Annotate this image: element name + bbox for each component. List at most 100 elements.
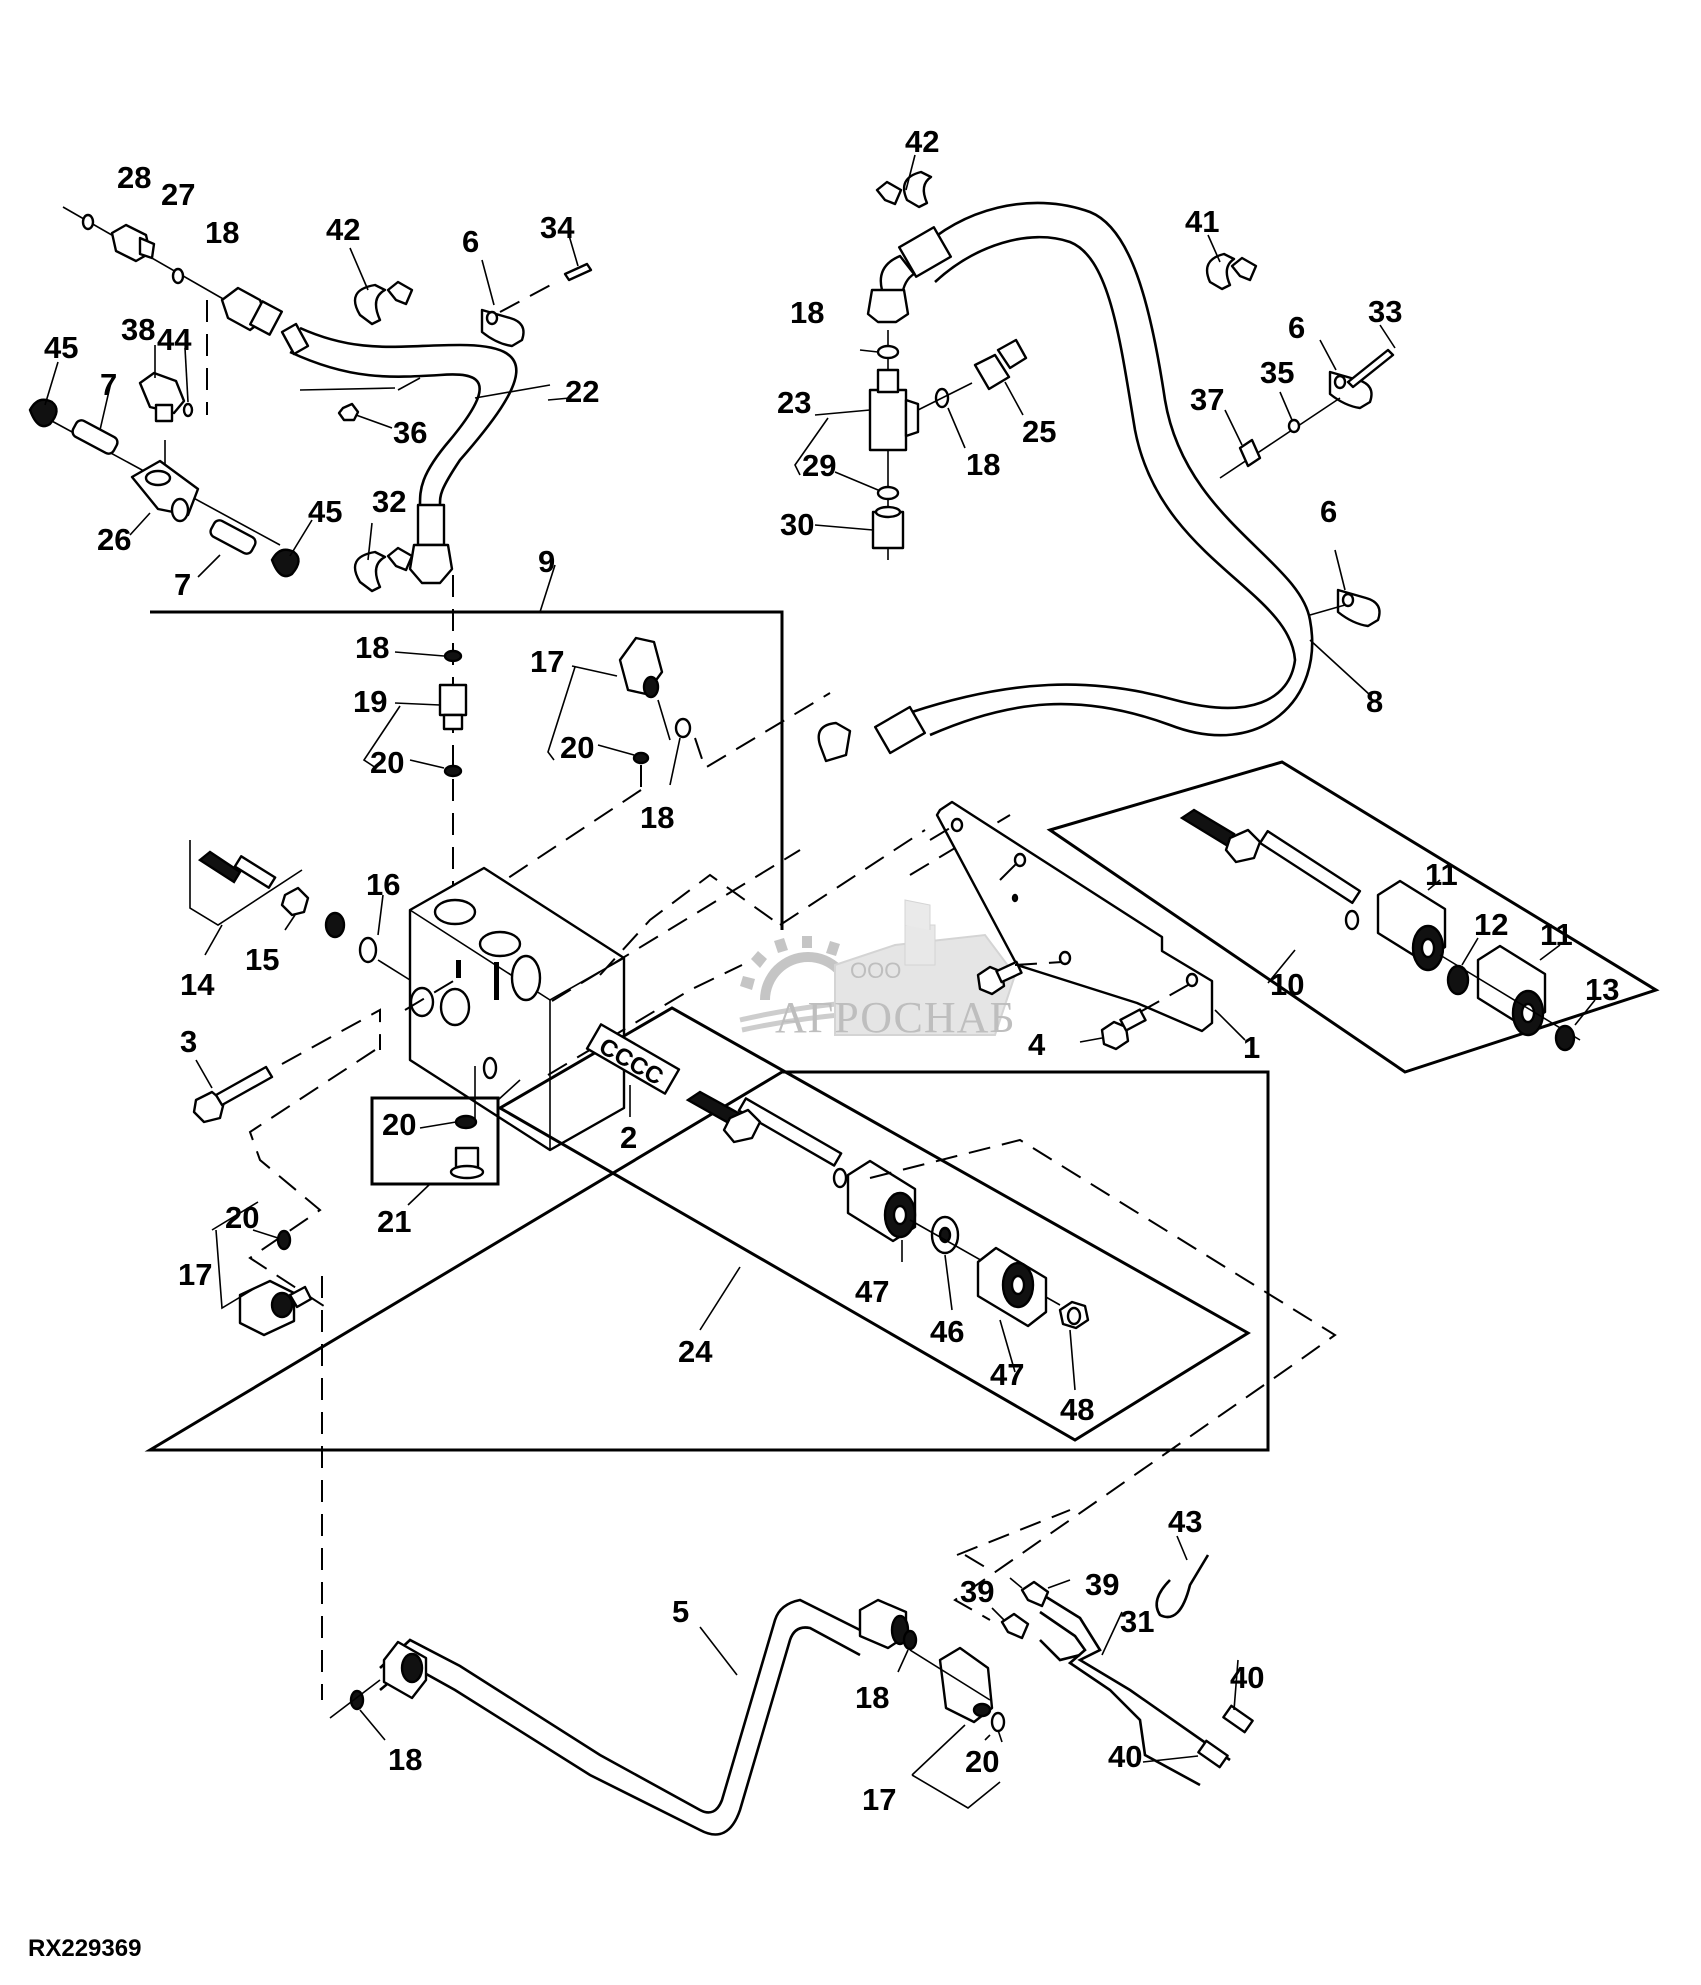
callout-32: 32 xyxy=(372,484,406,519)
valve-block xyxy=(408,866,626,1152)
o-ring-16 xyxy=(358,936,378,964)
fitting-27 xyxy=(110,223,156,263)
callout-34: 34 xyxy=(540,210,575,245)
callout-27: 27 xyxy=(161,177,195,212)
callout-44: 44 xyxy=(157,322,192,357)
callout-16: 16 xyxy=(366,867,400,902)
fitting-25 xyxy=(973,338,1028,416)
connector-40-upper xyxy=(1222,1659,1254,1734)
callout-6: 6 xyxy=(1288,310,1305,345)
callout-20: 20 xyxy=(382,1107,416,1142)
callout-13: 13 xyxy=(1585,972,1619,1007)
callout-29: 29 xyxy=(802,448,836,483)
callout-17: 17 xyxy=(178,1257,212,1292)
callout-24: 24 xyxy=(678,1334,713,1369)
solenoid-coil-11-right xyxy=(1476,944,1561,1037)
cartridge-14 xyxy=(189,840,303,956)
o-ring-20-sensor xyxy=(984,1711,1006,1743)
callout-19: 19 xyxy=(353,684,387,719)
bolt-33 xyxy=(1346,348,1395,389)
callout-45: 45 xyxy=(308,494,342,529)
callout-38: 38 xyxy=(121,312,155,347)
callout-28: 28 xyxy=(117,160,151,195)
nut-13 xyxy=(1554,999,1596,1052)
fitting-stack-top-left xyxy=(62,206,226,301)
o-ring-18-tube-left xyxy=(329,1679,386,1741)
clip-42-right xyxy=(875,154,933,209)
callout-18: 18 xyxy=(205,215,239,250)
o-ring-20-stack xyxy=(443,764,463,778)
callout-18: 18 xyxy=(388,1742,422,1777)
callout-42: 42 xyxy=(326,212,360,247)
tee-block-23 xyxy=(794,368,920,476)
washer-35 xyxy=(1287,418,1301,434)
nut-36 xyxy=(337,402,393,429)
wiring-harness-31 xyxy=(1034,1588,1231,1787)
callout-14: 14 xyxy=(180,967,215,1002)
solenoid-coil-47-left xyxy=(846,1159,917,1262)
callout-8: 8 xyxy=(1366,684,1383,719)
callout-37: 37 xyxy=(1190,382,1224,417)
o-ring-18-top xyxy=(171,267,185,285)
callout-6: 6 xyxy=(1320,494,1337,529)
terminal-39-lower xyxy=(991,1607,1030,1640)
bolt-4-right xyxy=(1079,984,1189,1051)
callout-9: 9 xyxy=(538,544,555,579)
bolt-4-left xyxy=(976,960,1063,996)
callout-43: 43 xyxy=(1168,1504,1202,1539)
callout-20: 20 xyxy=(560,730,594,765)
callout-18: 18 xyxy=(640,800,674,835)
valve-cartridge-10 xyxy=(1179,808,1362,984)
hose-clamp-45-left xyxy=(28,361,59,428)
callout-4: 4 xyxy=(1028,1027,1046,1062)
o-ring-18-tee-top xyxy=(876,344,900,360)
o-ring-20-lower xyxy=(276,1229,292,1251)
spool-24 xyxy=(685,1090,848,1189)
clip-32 xyxy=(353,522,414,593)
clip-41 xyxy=(1205,234,1258,291)
hose-8 xyxy=(817,201,1371,763)
solenoid-coil-47-right xyxy=(976,1246,1048,1373)
bolt-3 xyxy=(192,1059,274,1124)
callout-26: 26 xyxy=(97,522,131,557)
callout-18: 18 xyxy=(355,630,389,665)
o-ring-29 xyxy=(876,485,900,501)
callout-18: 18 xyxy=(855,1680,889,1715)
o-ring-44 xyxy=(182,402,194,418)
callout-11: 11 xyxy=(1425,857,1458,892)
callout-22: 22 xyxy=(565,374,599,409)
barb-fitting-7-left xyxy=(71,377,119,455)
nut-15 xyxy=(280,886,310,931)
cable-tie-43 xyxy=(1155,1535,1210,1619)
mounting-bracket-1 xyxy=(935,800,1246,1041)
barb-fitting-7-right xyxy=(197,519,257,578)
hose-22 xyxy=(220,286,551,585)
spacer-37 xyxy=(1224,409,1262,468)
callout-17: 17 xyxy=(862,1782,896,1817)
watermark-prefix: ООО xyxy=(850,958,901,983)
callout-40: 40 xyxy=(1108,1739,1142,1774)
connector-40-lower xyxy=(1142,1739,1229,1769)
callout-47: 47 xyxy=(990,1357,1024,1392)
callout-labels: 28 27 18 42 6 34 45 38 44 7 22 36 26 45 … xyxy=(44,124,1619,1817)
elbow-fitting-38 xyxy=(138,345,186,470)
o-ring-18-tube-right xyxy=(897,1629,918,1673)
elbow-fitting-17-lower xyxy=(211,1201,313,1337)
callout-7: 7 xyxy=(174,567,191,602)
callout-31: 31 xyxy=(1120,1604,1154,1639)
adapter-19 xyxy=(362,683,468,769)
callout-20: 20 xyxy=(370,745,404,780)
elbow-fitting-17-top xyxy=(547,636,664,761)
callout-47: 47 xyxy=(855,1274,889,1309)
callout-11: 11 xyxy=(1540,917,1573,952)
watermark-company-name: АГРОСНАБ xyxy=(775,993,1016,1042)
callout-3: 3 xyxy=(180,1024,197,1059)
callout-23: 23 xyxy=(777,385,811,420)
callout-35: 35 xyxy=(1260,355,1294,390)
plug-21 xyxy=(449,1146,485,1180)
callout-41: 41 xyxy=(1185,204,1219,239)
tube-5 xyxy=(379,1598,910,1836)
callout-36: 36 xyxy=(393,415,427,450)
terminal-39-upper xyxy=(1009,1577,1071,1608)
